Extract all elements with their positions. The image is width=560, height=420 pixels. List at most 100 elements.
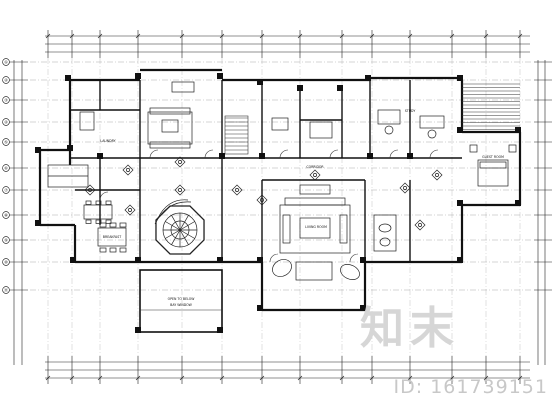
- dimension-slash: [97, 375, 103, 381]
- laundry-machine: [79, 111, 95, 131]
- chair: [105, 200, 112, 205]
- dimension-slash: [219, 375, 225, 381]
- toilet: [379, 237, 391, 247]
- grid-bubble-label: ⑨: [4, 237, 8, 242]
- dimension-slash: [369, 375, 375, 381]
- grid-bubble-label: ④: [4, 119, 8, 124]
- dimension-slash: [45, 375, 51, 381]
- curved-stair: [154, 201, 192, 225]
- chair: [95, 200, 102, 205]
- light-fixture-center: [128, 208, 132, 212]
- column: [360, 305, 366, 311]
- column: [259, 153, 265, 159]
- bath-vanity: [271, 117, 289, 131]
- column: [367, 153, 373, 159]
- fireplace: [299, 184, 331, 195]
- chair: [105, 219, 112, 224]
- study-desk: [419, 115, 445, 129]
- open-to-below-outline: [139, 269, 223, 333]
- desk-chair: [427, 129, 437, 139]
- dimension-slash: [517, 33, 523, 39]
- living-room-rug: [279, 204, 351, 254]
- grid-bubble-label: ⑦: [4, 187, 8, 192]
- door-swing: [269, 253, 279, 263]
- grid-bubble-label: ⑪: [4, 286, 8, 292]
- bed: [477, 159, 509, 187]
- light-fixture: [431, 169, 443, 181]
- room-label: BREAKFAST: [103, 235, 121, 239]
- door-swing: [279, 149, 289, 159]
- light-fixture-center: [435, 173, 439, 177]
- light-fixture-center: [178, 188, 182, 192]
- light-fixture: [399, 182, 411, 194]
- light-fixture: [414, 219, 426, 231]
- door-swing: [149, 149, 159, 159]
- dimension-slash: [259, 375, 265, 381]
- column: [457, 127, 463, 133]
- fireplace: [171, 81, 195, 93]
- light-fixture-center: [313, 173, 317, 177]
- dimension-slash: [219, 33, 225, 39]
- door-swing: [389, 149, 399, 159]
- column: [365, 75, 371, 81]
- grid-bubble: [2, 236, 10, 244]
- dimension-slash: [517, 375, 523, 381]
- bed: [309, 121, 333, 139]
- grid-bubble: [2, 96, 10, 104]
- nightstand: [469, 144, 478, 153]
- grid-bubble: [2, 138, 10, 146]
- column: [515, 127, 521, 133]
- chair: [99, 222, 107, 228]
- dimension-slash: [45, 33, 51, 39]
- column: [457, 257, 463, 263]
- dimension-slash: [449, 375, 455, 381]
- lounge-chair: [340, 264, 360, 280]
- grid-bubble-label: ⑧: [4, 212, 8, 217]
- dimension-slash: [483, 33, 489, 39]
- door-swing: [204, 149, 214, 159]
- room-label: OPEN TO BELOW: [168, 297, 196, 301]
- breakfast-table: [97, 227, 127, 247]
- column: [297, 85, 303, 91]
- sofa: [284, 197, 346, 206]
- grid-bubble-label: ②: [4, 77, 8, 82]
- chair: [85, 200, 92, 205]
- grid-bubble: [2, 211, 10, 219]
- basin: [378, 223, 392, 233]
- foyer-floor-ray: [179, 229, 189, 245]
- chair: [99, 247, 107, 253]
- sofa: [149, 107, 191, 115]
- interior-lines: [99, 83, 520, 311]
- light-fixture: [122, 164, 134, 176]
- column: [35, 220, 41, 226]
- column: [337, 85, 343, 91]
- grid-bubble-label: ③: [4, 97, 8, 102]
- coffee-table: [161, 119, 179, 133]
- dimension-slash: [407, 33, 413, 39]
- dimension-slash: [407, 375, 413, 381]
- grid-bubble-label: ⑥: [4, 165, 8, 170]
- light-fixture-center: [260, 198, 264, 202]
- column: [360, 257, 366, 263]
- light-fixture: [124, 204, 136, 216]
- dimension-lines: [8, 30, 552, 384]
- foyer-floor-ray: [171, 215, 181, 231]
- light-fixture: [174, 184, 186, 196]
- room-label: LAUNDRY: [100, 139, 115, 143]
- column: [97, 153, 103, 159]
- column: [457, 75, 463, 81]
- dimension-slash: [297, 375, 303, 381]
- foyer-floor-ray: [179, 229, 195, 239]
- dining-table: [83, 204, 113, 220]
- grid-bubble: [2, 118, 10, 126]
- column: [70, 257, 76, 263]
- light-fixture-center: [235, 188, 239, 192]
- bath-tub: [373, 214, 397, 252]
- foyer-floor-ray: [165, 221, 181, 231]
- light-fixture-center: [88, 188, 92, 192]
- columns: [35, 73, 521, 333]
- armchair: [339, 214, 348, 244]
- light-fixture: [84, 184, 96, 196]
